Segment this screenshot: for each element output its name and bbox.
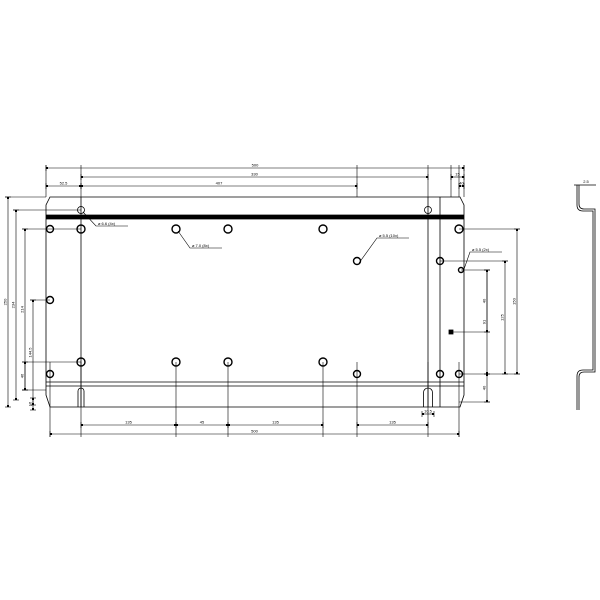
- dimension-label: 250: [3, 298, 8, 305]
- dimension-label: 234: [11, 301, 16, 308]
- dimension-label: 16: [28, 401, 33, 406]
- arrow-mark: [46, 167, 48, 169]
- dimension-label: 330: [251, 172, 258, 177]
- arrow-mark: [426, 176, 428, 178]
- arrow-mark: [459, 185, 461, 187]
- dimension-label: 40: [482, 298, 487, 303]
- arrow-mark: [81, 176, 83, 178]
- dimension-label: 144.5: [28, 347, 33, 358]
- dimension-label: 40: [459, 181, 464, 186]
- arrow-mark: [24, 229, 26, 231]
- dimension-label: 15: [455, 172, 460, 177]
- hole-callout-2: ø 7.0 (8x): [192, 243, 210, 248]
- dimension-label: 91: [482, 319, 487, 324]
- arrow-mark: [15, 210, 17, 212]
- arrow-mark: [462, 176, 464, 178]
- arrow-mark: [15, 398, 17, 400]
- mounting-hole-icon: [424, 206, 432, 214]
- arrow-mark: [174, 424, 176, 426]
- arrow-mark: [422, 413, 424, 415]
- arrow-mark: [24, 362, 26, 364]
- plate-outline: [45, 196, 465, 408]
- arrow-mark: [462, 185, 464, 187]
- arrow-mark: [7, 405, 9, 407]
- dimension-label: 135: [389, 420, 396, 425]
- arrow-mark: [81, 185, 83, 187]
- arrow-mark: [321, 424, 323, 426]
- arrow-mark: [50, 433, 52, 435]
- dimension-label: 45: [200, 420, 205, 425]
- dimension-label: 500: [252, 163, 259, 168]
- dimension-label: 46: [20, 373, 25, 378]
- arrow-mark: [486, 374, 488, 376]
- hole-callout-1: ø 6.6 (4x): [98, 221, 116, 226]
- arrow-mark: [504, 372, 506, 374]
- arrow-mark: [486, 372, 488, 374]
- leader-line: [82, 211, 128, 227]
- dimension-label: 52.5: [60, 181, 69, 186]
- side-profile-inner: [578, 185, 596, 410]
- arrow-mark: [504, 261, 506, 263]
- arrow-mark: [81, 424, 83, 426]
- dimension-lines: [5, 165, 520, 437]
- dimension-label: 135: [125, 420, 132, 425]
- dimension-label: 407: [216, 181, 223, 186]
- dimension-label: 214: [20, 305, 25, 312]
- arrow-mark: [357, 424, 359, 426]
- arrow-mark: [426, 424, 428, 426]
- arrow-mark: [516, 229, 518, 231]
- mounting-hole-icon: [223, 224, 233, 234]
- arrow-mark: [486, 270, 488, 272]
- mounting-hole-icon: [318, 224, 328, 234]
- arrow-mark: [451, 176, 453, 178]
- arrow-mark: [24, 388, 26, 390]
- arrow-mark: [462, 167, 464, 169]
- arrow-mark: [32, 408, 34, 410]
- side-dimension-label: 2.5: [583, 179, 589, 184]
- arrow-mark: [432, 413, 434, 415]
- arrow-mark: [516, 372, 518, 374]
- arrow-mark: [457, 433, 459, 435]
- side-profile-view: [574, 184, 596, 410]
- dimension-label: 135: [272, 420, 279, 425]
- dimension-label: 150: [512, 297, 517, 304]
- front-view: [45, 196, 465, 408]
- leader-line: [358, 237, 409, 264]
- mounting-hole-icon: [171, 224, 181, 234]
- arrow-mark: [7, 197, 9, 199]
- arrow-mark: [355, 185, 357, 187]
- arrow-mark: [46, 185, 48, 187]
- dimension-label: 10.5: [424, 409, 433, 414]
- arrow-mark: [79, 185, 81, 187]
- hole-callout-3: ø 5.5 (10x): [379, 233, 399, 238]
- dimension-label: 125: [500, 313, 505, 320]
- arrow-mark: [32, 398, 34, 400]
- leader-line: [177, 230, 222, 249]
- leader-line: [462, 251, 502, 273]
- mounting-hole-icon: [435, 369, 445, 379]
- side-profile-outer: [576, 185, 594, 410]
- arrow-mark: [176, 424, 178, 426]
- hole-callout-4: ø 5.5 (2x): [472, 247, 490, 252]
- arrow-mark: [226, 424, 228, 426]
- dimension-label: 500: [251, 429, 258, 434]
- mounting-hole-icon: [352, 256, 362, 266]
- dimension-label: 40: [482, 385, 487, 390]
- arrow-mark: [32, 300, 34, 302]
- arrow-mark: [486, 400, 488, 402]
- top-rail-band: [46, 215, 464, 219]
- arrow-mark: [228, 424, 230, 426]
